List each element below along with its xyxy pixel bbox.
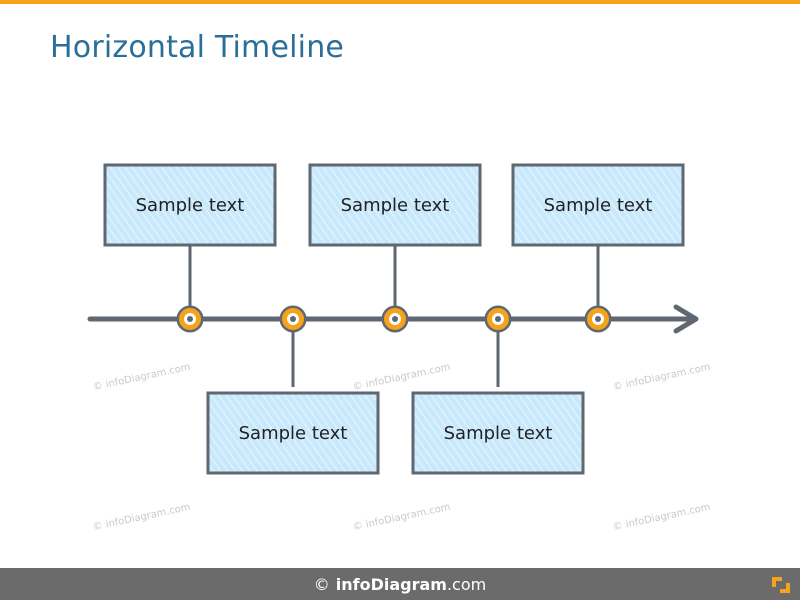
marker-center [187, 316, 193, 322]
event-box [308, 163, 482, 247]
footer-brand: infoDiagram [335, 574, 447, 594]
marker-ring [282, 308, 304, 330]
footer-domain: .com [446, 574, 487, 594]
page-title: Horizontal Timeline [50, 30, 345, 65]
marker-center [392, 316, 398, 322]
corner-logo-icon [772, 577, 790, 593]
marker-center [595, 316, 601, 322]
marker-ring [487, 308, 509, 330]
event-box [103, 163, 277, 247]
marker-ring [179, 308, 201, 330]
marker-ring [587, 308, 609, 330]
top-accent-bar [0, 0, 800, 4]
copyright-symbol: © [313, 574, 330, 594]
footer-bar: © infoDiagram .com [0, 568, 800, 600]
marker-ring [384, 308, 406, 330]
marker-center [495, 316, 501, 322]
event-box [411, 391, 585, 475]
marker-center [290, 316, 296, 322]
event-box [511, 163, 685, 247]
event-box [206, 391, 380, 475]
axis-arrowhead [673, 304, 699, 334]
